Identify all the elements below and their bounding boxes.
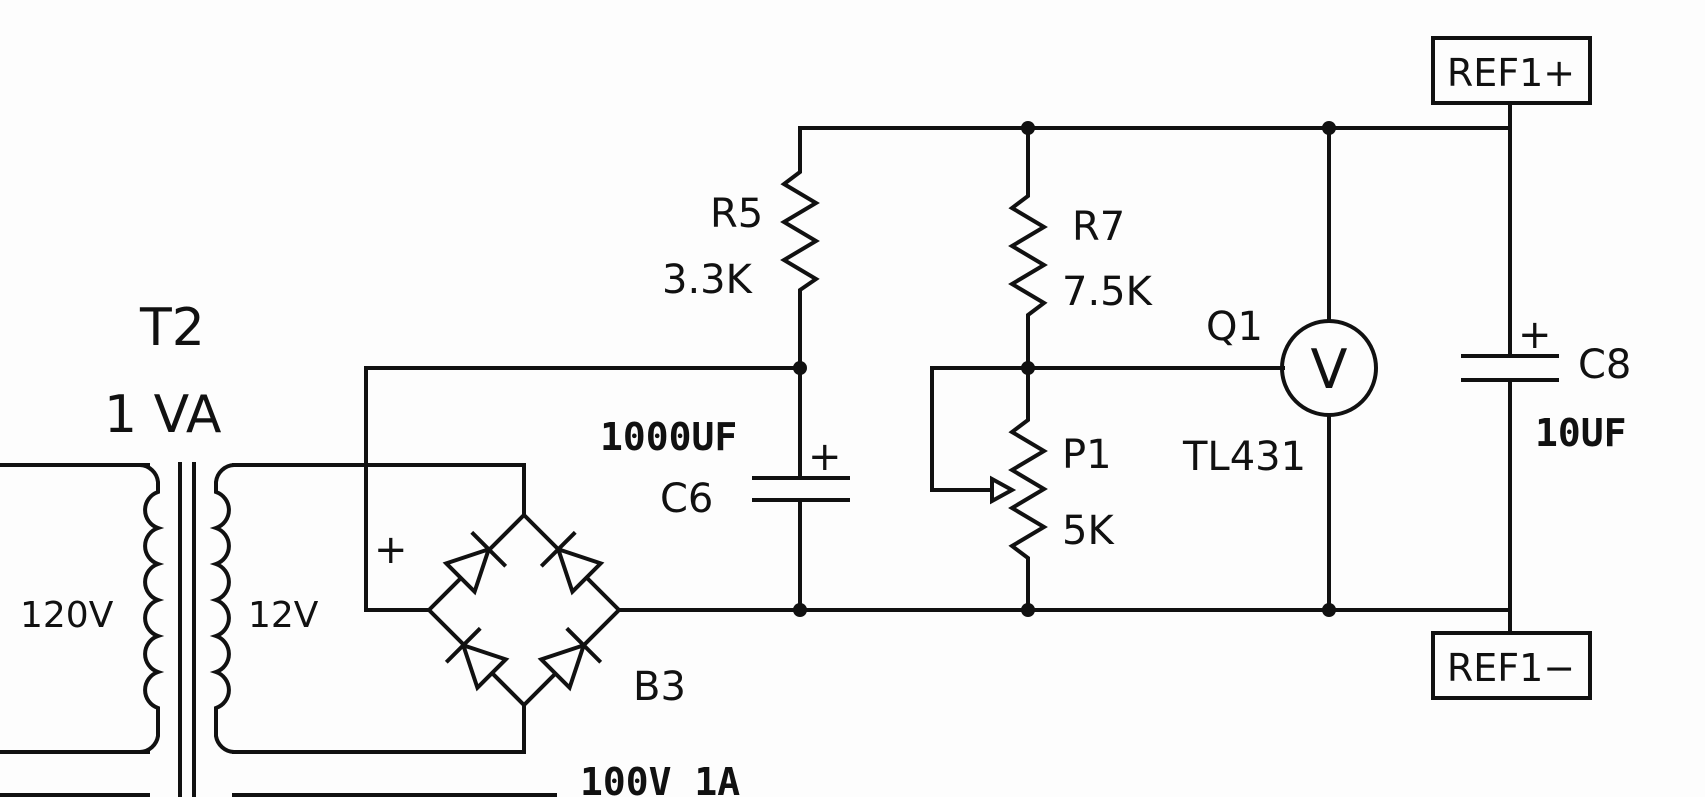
junction-dot: [1021, 121, 1035, 135]
transformer-t2: T2 1 VA 120V 12V: [0, 298, 557, 797]
junction-dot: [1322, 121, 1336, 135]
p1-wiper-wire: [930, 366, 1030, 492]
q1-ref: Q1: [1206, 304, 1263, 350]
terminal-ref1-plus-label: REF1+: [1447, 51, 1575, 95]
secondary-coil: [209, 463, 235, 754]
bridge-diamond: [426, 512, 622, 708]
c8-ref: C8: [1578, 342, 1631, 388]
junction-dot: [793, 603, 807, 617]
diode-d3: [444, 626, 510, 692]
capacitor-c8: + C8 10UF: [1461, 101, 1631, 635]
secondary-bottom-wire: [232, 703, 526, 754]
bridge-rating: 100V 1A: [580, 760, 740, 797]
r7-ref: R7: [1072, 204, 1125, 250]
terminal-ref1-minus-label: REF1−: [1447, 646, 1575, 690]
resistor-r7: R7 7.5K: [1008, 128, 1154, 368]
capacitor-c6: + 1000UF C6: [600, 366, 850, 612]
r5-ref: R5: [710, 191, 763, 237]
p1-ref: P1: [1062, 432, 1112, 478]
c8-value: 10UF: [1535, 411, 1627, 455]
c6-plus-mark: +: [808, 434, 842, 480]
c6-ref: C6: [660, 476, 713, 522]
regulator-q1: V Q1 TL431: [1026, 126, 1378, 612]
q1-part: TL431: [1182, 434, 1306, 480]
terminal-ref1-minus: REF1−: [1431, 631, 1592, 700]
potentiometer-p1: P1 5K: [930, 366, 1115, 610]
junction-dot: [1322, 603, 1336, 617]
q1-symbol: [1280, 319, 1378, 417]
diode-d2: [539, 530, 605, 596]
junction-dot: [1021, 361, 1035, 375]
secondary-voltage-label: 12V: [248, 595, 319, 636]
q1-symbol-letter: V: [1311, 338, 1348, 401]
r7-value: 7.5K: [1062, 269, 1154, 315]
p1-value: 5K: [1062, 508, 1115, 554]
p1-wiper-arrow: [990, 475, 1017, 505]
c8-plus-mark: +: [1518, 312, 1552, 358]
secondary-top-wire: [232, 463, 526, 517]
diode-d4: [537, 626, 603, 692]
primary-coil: [139, 463, 165, 754]
diode-d1: [442, 530, 508, 596]
resistor-r5: R5 3.3K: [662, 128, 820, 368]
primary-voltage-label: 120V: [20, 595, 114, 636]
junction-dot: [1021, 603, 1035, 617]
r5-value: 3.3K: [662, 257, 754, 303]
bridge-ref: B3: [633, 664, 686, 710]
c6-value: 1000UF: [600, 415, 737, 459]
bridge-rectifier-b3: + B3 100V 1A: [374, 512, 740, 797]
terminal-ref1-plus: REF1+: [1431, 36, 1592, 105]
junction-dot: [793, 361, 807, 375]
bridge-positive-wire: [364, 366, 802, 612]
transformer-rating: 1 VA: [104, 385, 222, 445]
transformer-ref: T2: [139, 298, 205, 358]
bridge-plus-mark: +: [374, 527, 408, 573]
